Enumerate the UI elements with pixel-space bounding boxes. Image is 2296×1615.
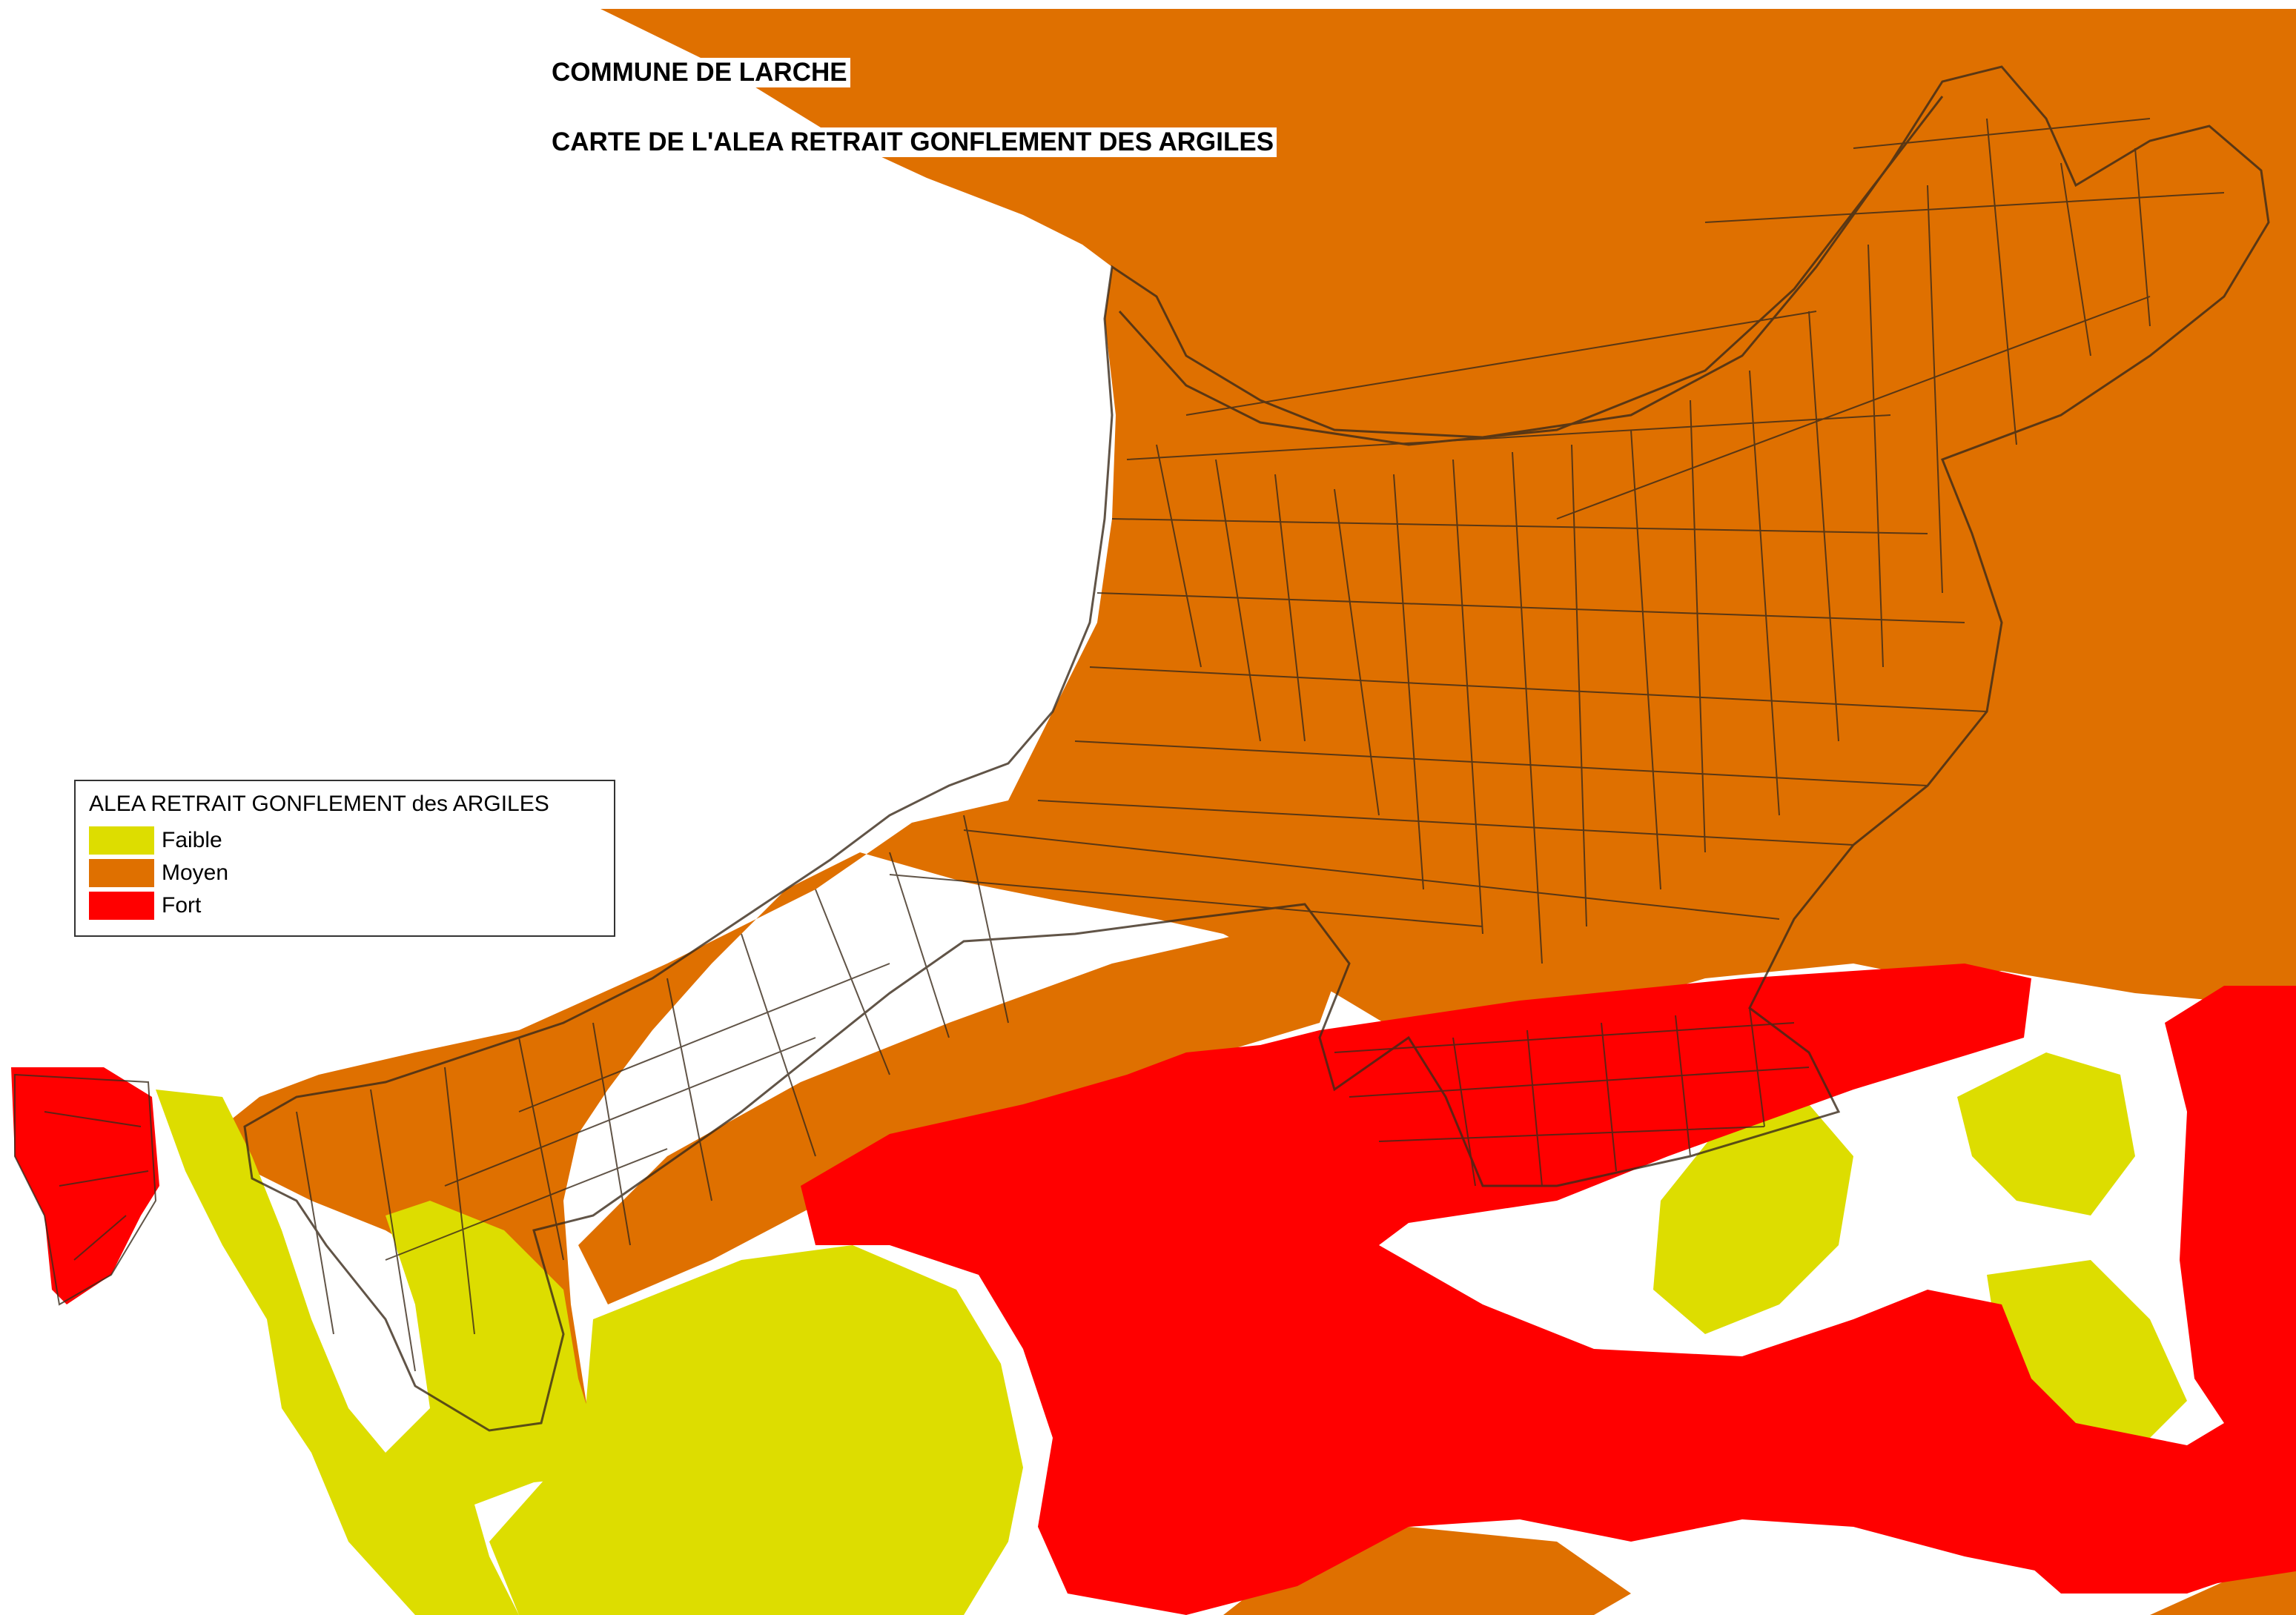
zone-fort-south-patch — [2002, 1453, 2296, 1594]
legend: ALEA RETRAIT GONFLEMENT des ARGILES Faib… — [74, 780, 615, 937]
main-road — [1118, 96, 1944, 446]
parcel-grid-b — [889, 118, 2225, 927]
commune-boundary — [243, 65, 2270, 1432]
legend-swatch-faible — [89, 826, 154, 855]
parcel-grid-c — [296, 815, 1009, 1372]
parcel-grid-d — [1334, 1007, 1810, 1187]
zone-moyen-lowland — [578, 926, 1349, 1304]
zone-fort-west-tip — [11, 1067, 159, 1304]
legend-swatch-fort — [89, 892, 154, 920]
zone-moyen-north-band — [222, 9, 2296, 1490]
zone-fort-central-band — [801, 964, 2296, 1615]
legend-title: ALEA RETRAIT GONFLEMENT des ARGILES — [89, 792, 549, 816]
zone-faible — [156, 1052, 2187, 1615]
zone-faible-south-hill — [489, 1245, 1023, 1615]
map-title-commune: COMMUNE DE LARCHE — [549, 58, 850, 87]
parcel-grid-a — [1156, 118, 2151, 964]
zone-faible-east-blobs — [1653, 1052, 2187, 1453]
legend-label-moyen: Moyen — [162, 860, 229, 885]
legend-label-faible: Faible — [162, 828, 222, 852]
legend-swatch-moyen — [89, 859, 154, 887]
west-tip-parcels — [14, 1073, 157, 1306]
map-title: CARTE DE L'ALEA RETRAIT GONFLEMENT DES A… — [549, 127, 1277, 157]
zone-faible-west-valley — [156, 1090, 608, 1615]
legend-item-faible: Faible — [89, 824, 601, 857]
parcel-lines — [14, 65, 2270, 1432]
legend-label-fort: Fort — [162, 893, 202, 918]
legend-item-fort: Fort — [89, 889, 601, 922]
legend-item-moyen: Moyen — [89, 857, 601, 889]
zone-fort — [11, 964, 2296, 1615]
zone-moyen-south-strip — [1223, 1527, 1631, 1615]
